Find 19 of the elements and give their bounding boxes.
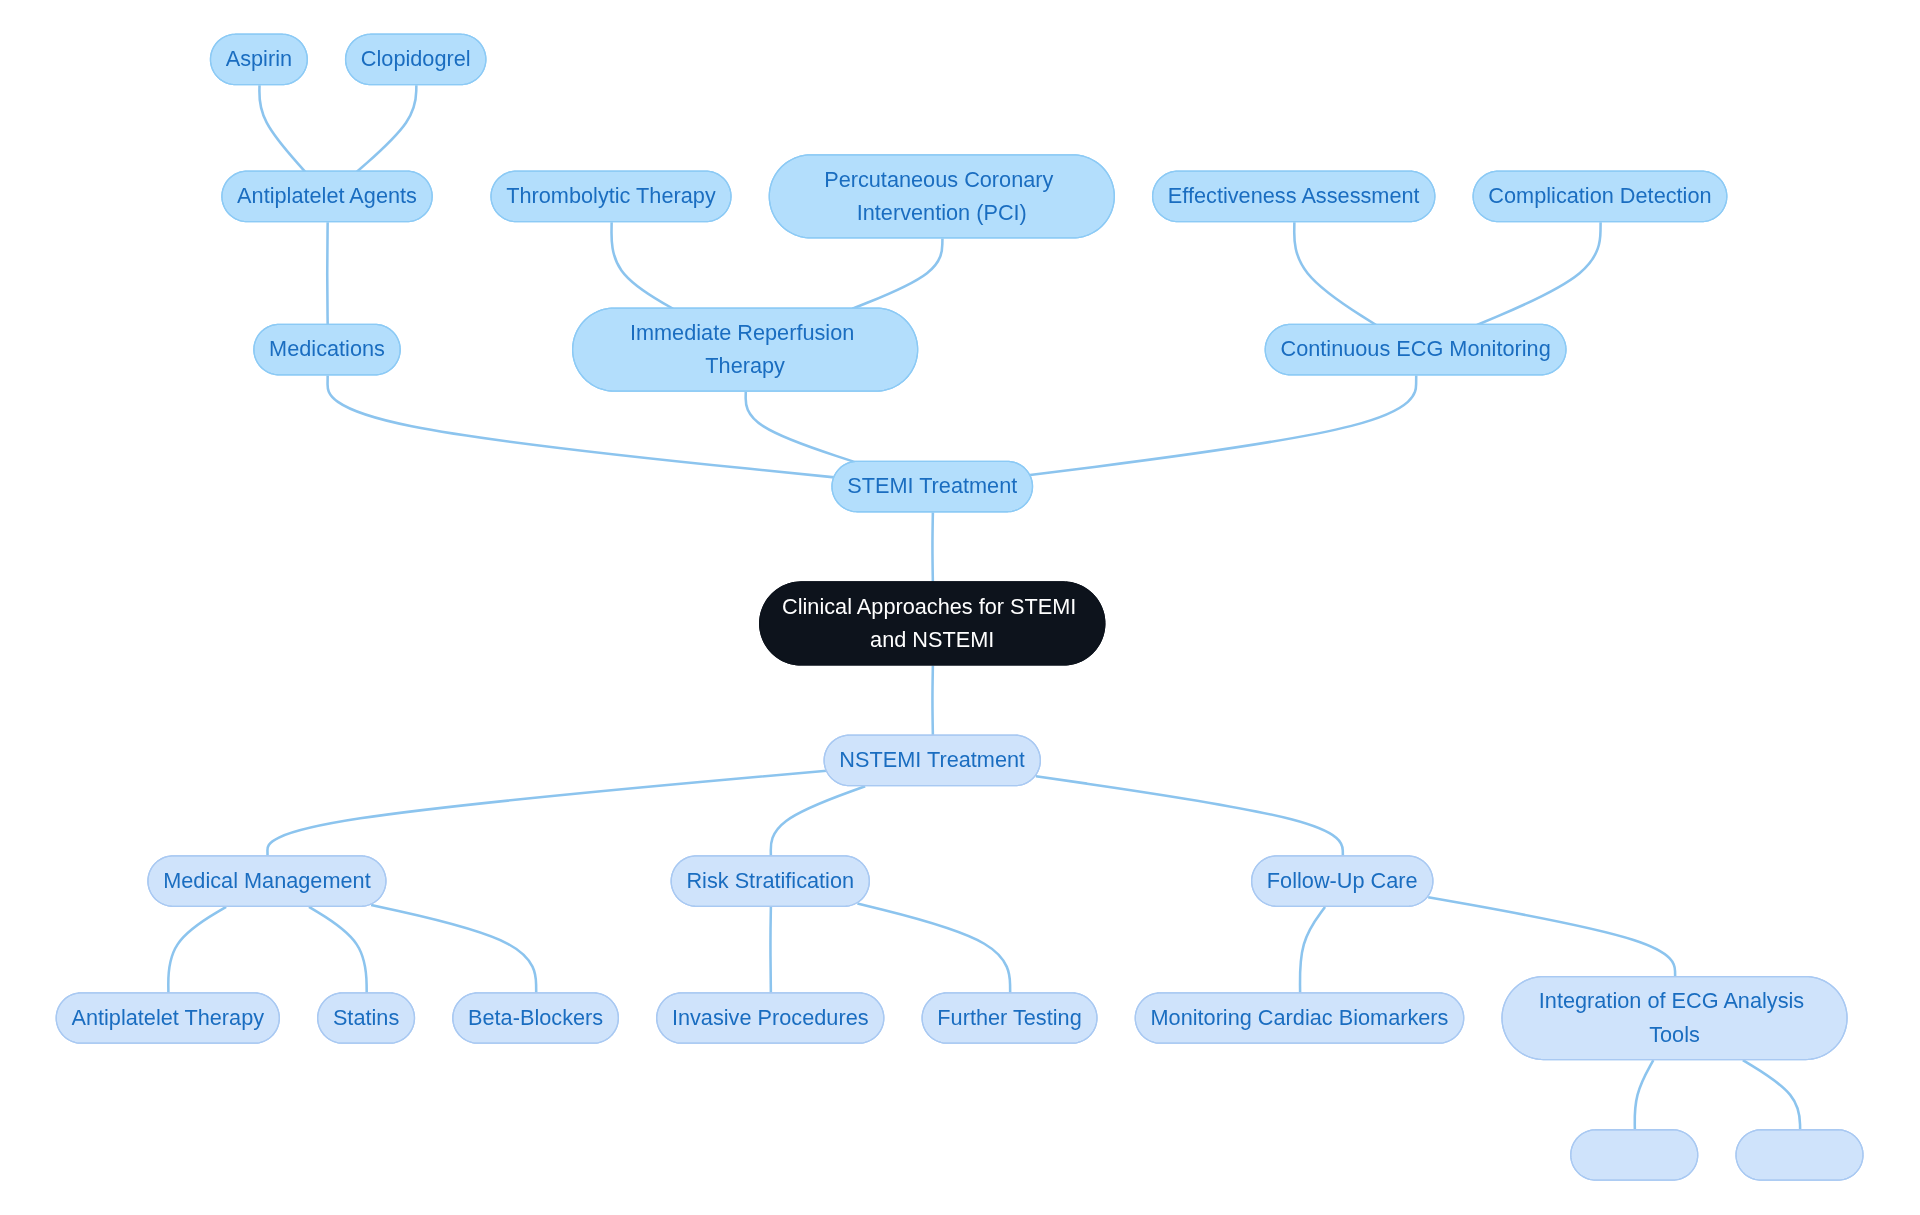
connector [258, 85, 307, 173]
connector [857, 902, 1012, 994]
connector [1428, 896, 1677, 978]
connector [266, 769, 828, 857]
connector [1633, 1059, 1655, 1131]
connector [167, 906, 228, 994]
connector [326, 375, 836, 479]
connector [769, 785, 866, 857]
connector [931, 512, 935, 583]
connector [1030, 375, 1418, 477]
connector [1742, 1059, 1802, 1131]
connector [744, 392, 856, 464]
connector [1299, 906, 1327, 994]
connector [326, 222, 330, 326]
connector [308, 906, 369, 994]
connector [371, 904, 538, 994]
connector [769, 907, 773, 994]
connector [1036, 775, 1345, 857]
connector [931, 665, 935, 737]
